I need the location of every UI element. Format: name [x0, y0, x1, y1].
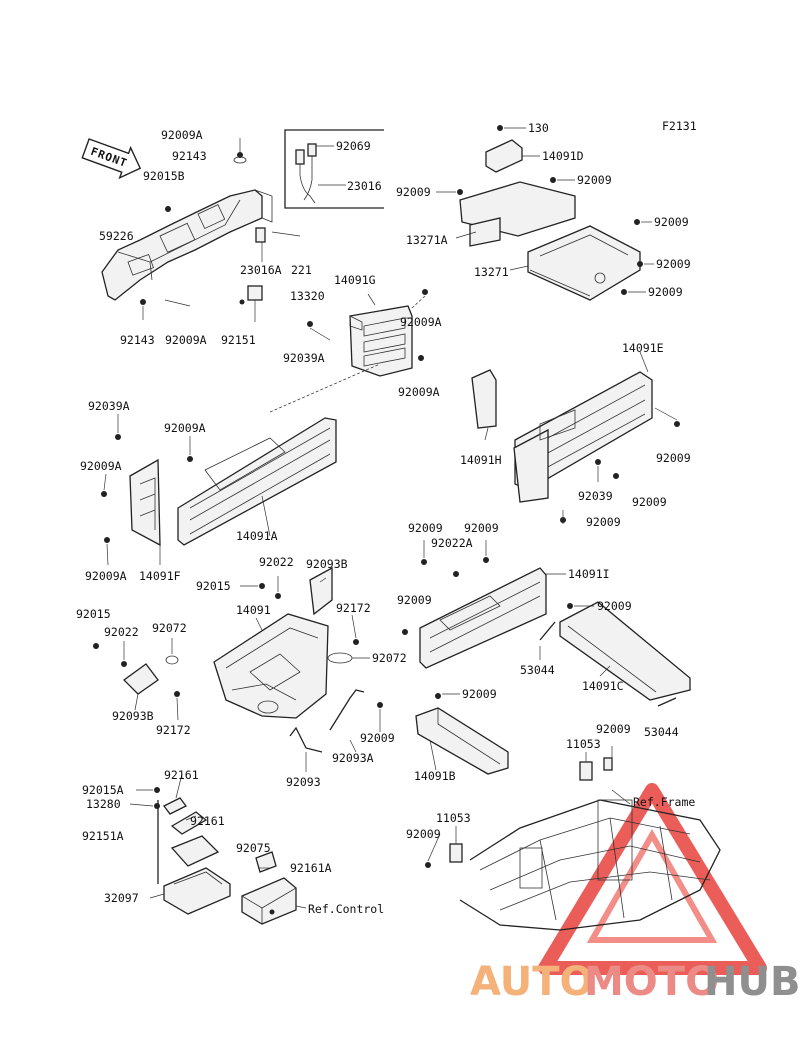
callout: 92009A: [398, 385, 440, 399]
callout: 32097: [104, 891, 139, 905]
ref-control-label: Ref.Control: [308, 902, 384, 916]
callout: 92172: [156, 723, 191, 737]
callout: 92069: [336, 139, 371, 153]
callout: 92009: [577, 173, 612, 187]
callout: 92161: [164, 768, 199, 782]
callout: 14091B: [414, 769, 456, 783]
callout: 92072: [152, 621, 187, 635]
callout: 92022A: [431, 536, 473, 550]
callout: 14091I: [568, 567, 610, 581]
callout-labels: 92009A 92143 92015B 59226 23016A 221 921…: [76, 121, 691, 905]
panel-14091A-drawing: [101, 363, 381, 566]
callout: 92009: [648, 285, 683, 299]
callout: 92009: [408, 521, 443, 535]
callout: 92015: [196, 579, 231, 593]
rail-14091E-drawing: [471, 351, 680, 524]
callout: 13271A: [406, 233, 448, 247]
ref-frame-label: Ref.Frame: [633, 795, 695, 809]
callout: 92009: [462, 687, 497, 701]
callout: 92039A: [88, 399, 130, 413]
callout: 14091: [236, 603, 271, 617]
callout: 92009: [396, 185, 431, 199]
callout: 92009: [596, 722, 631, 736]
bracket-14091B-drawing: [415, 693, 509, 775]
callout: 92093B: [306, 557, 348, 571]
callout: 14091H: [460, 453, 502, 467]
harness-23016-box: [284, 129, 384, 209]
callout: 13280: [86, 797, 121, 811]
callout: 92093A: [332, 751, 374, 765]
callout: 92093B: [112, 709, 154, 723]
watermark-logo: AUTO MOTO HUB: [470, 959, 800, 1005]
callout: 14091A: [236, 529, 278, 543]
callout: 92009: [360, 731, 395, 745]
callout: 92015B: [143, 169, 185, 183]
box-13271-drawing: [436, 125, 654, 301]
bracket-14091G-drawing: [307, 289, 428, 377]
callout: 59226: [99, 229, 134, 243]
callout: 92009: [464, 521, 499, 535]
front-arrow-icon: FRONT: [81, 138, 142, 180]
figure-code: F2131: [662, 119, 697, 133]
callout: 92009: [656, 257, 691, 271]
watermark-triangle: [538, 783, 767, 975]
callout: 92039: [578, 489, 613, 503]
callout: 92022: [259, 555, 294, 569]
callout: 92093: [286, 775, 321, 789]
panel-59226-drawing: [101, 138, 301, 322]
callout: 92161: [190, 814, 225, 828]
callout: 92009: [656, 451, 691, 465]
callout: 92015A: [82, 783, 124, 797]
callout: 92161A: [290, 861, 332, 875]
callout: 92009: [397, 593, 432, 607]
battery-holder-drawing: [129, 773, 231, 915]
callout: 14091D: [542, 149, 584, 163]
callout: 92009: [597, 599, 632, 613]
callout: 14091E: [622, 341, 664, 355]
callout: 11053: [566, 737, 601, 751]
callout: 92009: [654, 215, 689, 229]
callout: 92009A: [161, 128, 203, 142]
watermark-hub: HUB: [704, 959, 800, 1005]
callout: 130: [528, 121, 549, 135]
callout: 92151A: [82, 829, 124, 843]
callout: 92015: [76, 607, 111, 621]
callout: 92072: [372, 651, 407, 665]
callout: 13271: [474, 265, 509, 279]
callout: 92009A: [400, 315, 442, 329]
panel-14091I-drawing: [402, 540, 691, 707]
callout: 13320: [290, 289, 325, 303]
callout: 92009A: [85, 569, 127, 583]
callout: 92009A: [164, 421, 206, 435]
callout: 23016A: [240, 263, 282, 277]
callout: 92022: [104, 625, 139, 639]
callout: 92009A: [80, 459, 122, 473]
callout: 53044: [520, 663, 555, 677]
control-box-drawing: [241, 851, 307, 925]
callout: 14091F: [139, 569, 181, 583]
callout: 23016: [347, 179, 382, 193]
callout: 53044: [644, 725, 679, 739]
callout: 11053: [436, 811, 471, 825]
callout: 92009: [632, 495, 667, 509]
callout: 14091G: [334, 273, 376, 287]
callout: 92172: [336, 601, 371, 615]
callout: 92009: [406, 827, 441, 841]
frame-drawing: [425, 746, 721, 931]
callout: 92151: [221, 333, 256, 347]
watermark-auto: AUTO: [470, 959, 594, 1005]
callout: 221: [291, 263, 312, 277]
callout: 92039A: [283, 351, 325, 365]
watermark-moto: MOTO: [584, 959, 719, 1005]
callout: 92009: [586, 515, 621, 529]
callout: 92143: [120, 333, 155, 347]
tray-14091-drawing: [93, 566, 383, 772]
callout: 14091C: [582, 679, 624, 693]
callout: 92075: [236, 841, 271, 855]
callout: 92143: [172, 149, 207, 163]
callout: 92009A: [165, 333, 207, 347]
